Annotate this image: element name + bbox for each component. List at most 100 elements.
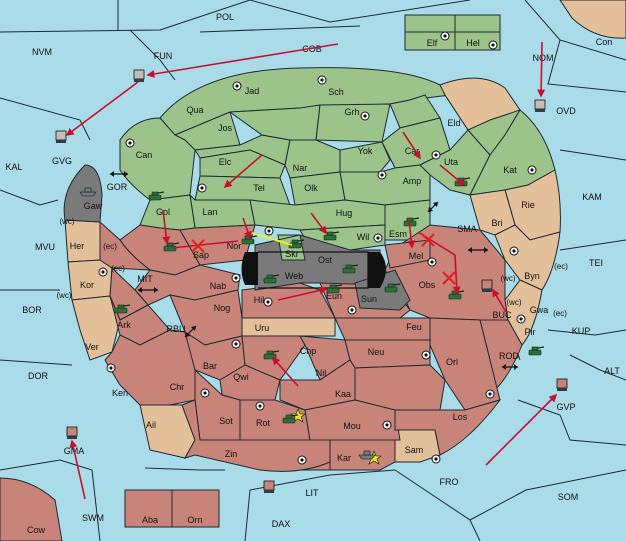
coast-mark: (ec) bbox=[553, 309, 567, 318]
coast-mark: (wc) bbox=[500, 274, 515, 283]
land-label: Qwi bbox=[233, 372, 249, 382]
land-label: Ver bbox=[85, 342, 99, 352]
sea-label: GVG bbox=[52, 156, 72, 166]
region-orn[interactable] bbox=[171, 489, 220, 528]
supply-center-icon bbox=[231, 339, 241, 349]
land-label: Hug bbox=[336, 208, 353, 218]
move-arrow bbox=[452, 254, 461, 295]
land-label: Sun bbox=[361, 294, 377, 304]
region-los[interactable] bbox=[394, 399, 502, 456]
double-arrow-icon bbox=[502, 364, 518, 370]
supply-center-icon bbox=[98, 267, 108, 277]
land-label: Can bbox=[136, 150, 153, 160]
sea-label: DOR bbox=[28, 371, 49, 381]
coast-mark: (ec) bbox=[103, 242, 117, 251]
double-arrow-icon bbox=[138, 287, 158, 293]
land-label: Sch bbox=[328, 87, 344, 97]
land-label: Web bbox=[285, 271, 303, 281]
land-label: Elc bbox=[219, 157, 232, 167]
fleet-marker-icon bbox=[534, 99, 546, 112]
land-label: Uta bbox=[444, 157, 458, 167]
move-arrow bbox=[223, 154, 263, 189]
land-label: Yok bbox=[358, 146, 373, 156]
double-arrow-icon bbox=[468, 247, 488, 253]
region-aba[interactable] bbox=[124, 489, 173, 528]
supply-center-icon bbox=[360, 111, 370, 121]
supply-centers bbox=[98, 31, 537, 465]
sea-label: LIT bbox=[305, 488, 319, 498]
support-line bbox=[251, 232, 293, 246]
sea-label: BOR bbox=[22, 305, 42, 315]
failed-order-marks bbox=[191, 233, 456, 285]
land-label: Kaa bbox=[335, 389, 351, 399]
region-cow[interactable] bbox=[0, 477, 63, 541]
coast-mark: (ec) bbox=[554, 262, 568, 271]
land-label: Car bbox=[405, 146, 420, 156]
region-can[interactable] bbox=[119, 117, 196, 201]
coast bbox=[259, 461, 331, 472]
land-label: Nab bbox=[210, 281, 227, 291]
region-yok[interactable] bbox=[339, 141, 391, 173]
order-arrows bbox=[65, 41, 558, 500]
move-arrow bbox=[277, 286, 328, 301]
land-label: Tel bbox=[253, 183, 265, 193]
sea-label: KAM bbox=[582, 192, 602, 202]
land-label: Zin bbox=[225, 449, 238, 459]
land-label: Grh bbox=[344, 107, 359, 117]
land-label: Hil bbox=[254, 295, 265, 305]
strait-arrows bbox=[110, 171, 518, 370]
land-label: Ail bbox=[146, 420, 156, 430]
land-label: Sot bbox=[219, 416, 233, 426]
tank-icon bbox=[114, 304, 131, 314]
sea-label: NVM bbox=[32, 47, 52, 57]
cross-icon bbox=[421, 233, 435, 247]
region-car-north[interactable] bbox=[389, 94, 441, 129]
tunnel-outline bbox=[258, 251, 369, 289]
tank-icon bbox=[323, 231, 340, 241]
land-label: Esm bbox=[389, 229, 407, 239]
double-arrow-icon bbox=[427, 201, 439, 213]
sea-label: Con bbox=[596, 37, 613, 47]
land-labels: Jad Sch Qua Jos Grh Eld Can Elc Nar Yok … bbox=[27, 38, 548, 535]
land-label: Orl bbox=[446, 357, 458, 367]
land-label: Los bbox=[453, 412, 468, 422]
region-sap-west[interactable] bbox=[99, 220, 152, 271]
supply-center-icon bbox=[377, 170, 387, 180]
land-label: Wil bbox=[357, 232, 370, 242]
sea-label: SOM bbox=[558, 492, 579, 502]
land-label: Ken bbox=[112, 388, 128, 398]
region-chr-ken[interactable] bbox=[104, 329, 196, 406]
land-label: Kor bbox=[80, 280, 94, 290]
land-label: Nil bbox=[316, 368, 327, 378]
land-label: Eun bbox=[326, 291, 342, 301]
land-label: Elf bbox=[427, 38, 438, 48]
fleet-marker-icon bbox=[55, 130, 67, 143]
region-elc[interactable] bbox=[199, 149, 286, 179]
supply-center-icon bbox=[373, 233, 383, 243]
region-eld[interactable] bbox=[439, 77, 521, 131]
sea-label: RBU bbox=[166, 324, 185, 334]
region-neu[interactable] bbox=[344, 339, 431, 369]
land-label: Qua bbox=[186, 105, 203, 115]
sea-label: TEI bbox=[589, 258, 603, 268]
land-label: Byn bbox=[524, 271, 540, 281]
land-label: Gaw bbox=[84, 201, 103, 211]
cross-icon bbox=[442, 271, 456, 285]
double-arrow-icon bbox=[184, 325, 197, 338]
land-label: Cow bbox=[27, 525, 46, 535]
tank-icon bbox=[528, 346, 545, 356]
land-label: Neu bbox=[368, 347, 385, 357]
cross-icon bbox=[191, 239, 205, 253]
supply-center-icon bbox=[382, 420, 392, 430]
tank-icon bbox=[342, 264, 359, 274]
land-label: Feu bbox=[406, 322, 422, 332]
supply-center-icon bbox=[431, 454, 441, 464]
land-label: Mou bbox=[343, 421, 361, 431]
sea-label: KAL bbox=[5, 162, 22, 172]
land-label: Gwa bbox=[530, 305, 549, 315]
land-label: Kar bbox=[337, 453, 351, 463]
land-label: Her bbox=[70, 241, 85, 251]
region-hug[interactable] bbox=[249, 199, 386, 231]
move-arrow bbox=[402, 131, 421, 160]
move-arrow bbox=[69, 439, 86, 500]
